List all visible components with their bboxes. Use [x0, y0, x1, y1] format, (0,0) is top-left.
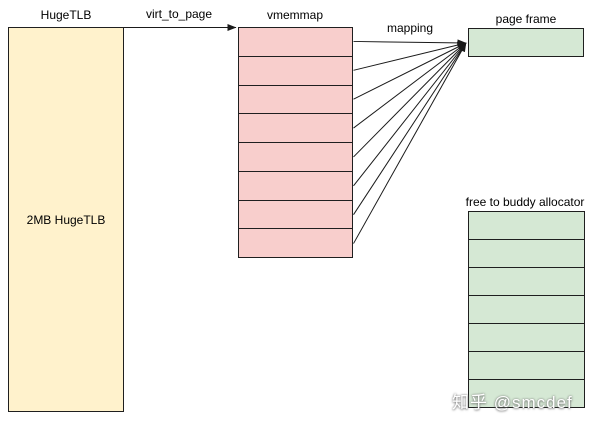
hugetlb-label: HugeTLB: [41, 8, 92, 22]
virt-to-page-label: virt_to_page: [146, 7, 212, 21]
buddy-row: [469, 323, 584, 351]
buddy-row: [469, 212, 584, 239]
mapping-arrow: [354, 43, 467, 215]
vmemmap-row: [239, 200, 352, 229]
buddy-row: [469, 351, 584, 379]
vmemmap-row: [239, 113, 352, 142]
mapping-arrow: [354, 43, 467, 128]
vmemmap-label: vmemmap: [267, 8, 323, 22]
buddy-allocator-stack: [468, 211, 585, 408]
hugetlb-box: 2MB HugeTLB: [8, 27, 124, 412]
vmemmap-row: [239, 228, 352, 257]
buddy-row: [469, 295, 584, 323]
buddy-row: [469, 239, 584, 267]
buddy-label: free to buddy allocator: [466, 195, 585, 209]
vmemmap-row: [239, 85, 352, 114]
vmemmap-row: [239, 171, 352, 200]
page-frame-label: page frame: [496, 12, 557, 26]
mapping-arrow: [354, 43, 467, 157]
vmemmap-row: [239, 28, 352, 56]
mapping-arrow: [354, 43, 467, 186]
mapping-arrow: [354, 43, 467, 99]
vmemmap-row: [239, 56, 352, 85]
vmemmap-row: [239, 142, 352, 171]
mapping-arrow: [354, 43, 467, 244]
mapping-arrow: [354, 41, 467, 43]
mapping-arrow: [354, 43, 467, 70]
page-frame-box: [468, 28, 584, 57]
hugetlb-box-label: 2MB HugeTLB: [27, 213, 106, 227]
buddy-row: [469, 267, 584, 295]
mapping-label: mapping: [387, 21, 433, 35]
vmemmap-stack: [238, 27, 353, 258]
watermark: 知乎 @smcdef: [452, 388, 573, 413]
